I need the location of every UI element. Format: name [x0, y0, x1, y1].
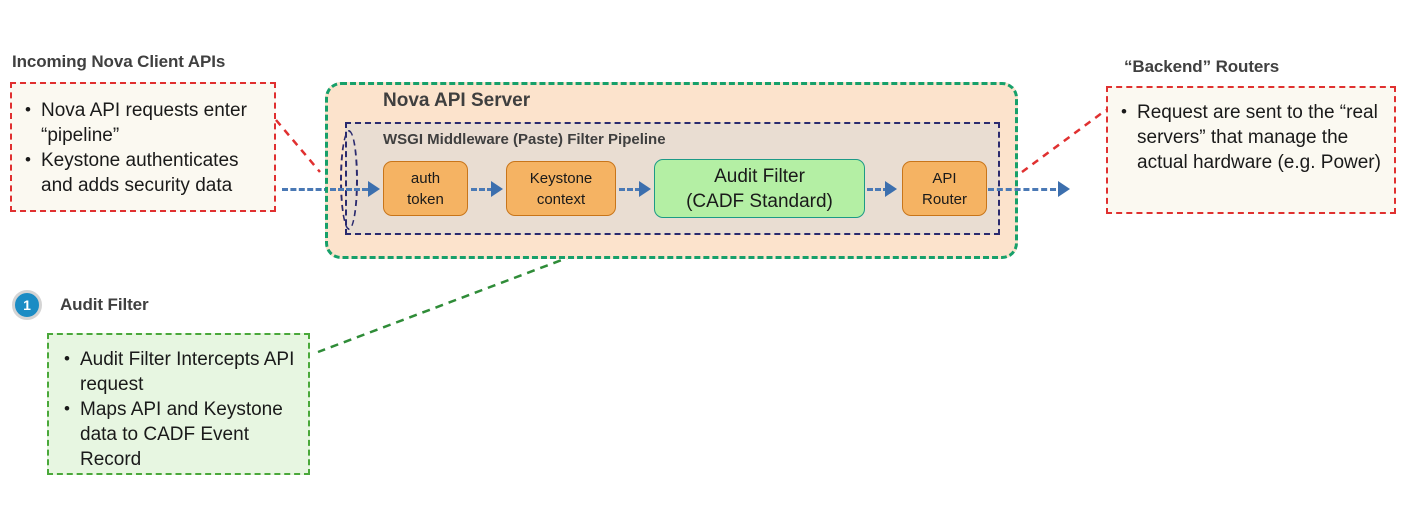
node-audit-filter[interactable]: Audit Filter (CADF Standard)	[654, 159, 865, 218]
incoming-flow-line	[282, 188, 330, 191]
flow-arrowhead-2	[639, 181, 651, 197]
wsgi-pipeline-title: WSGI Middleware (Paste) Filter Pipeline	[383, 131, 666, 148]
node-label: auth	[410, 169, 441, 187]
flow-line-2	[619, 188, 641, 191]
pipeline-loop-icon	[340, 130, 358, 230]
node-api-router[interactable]: API Router	[902, 161, 987, 216]
node-label: Router	[921, 190, 968, 208]
node-label: Keystone	[529, 169, 593, 187]
list-item: Maps API and Keystone data to CADF Event…	[61, 396, 298, 472]
list-item: Nova API requests enter “pipeline”	[22, 97, 264, 148]
node-auth-token[interactable]: auth token	[383, 161, 468, 216]
node-keystone-context[interactable]: Keystone context	[506, 161, 616, 216]
flow-line-1	[471, 188, 493, 191]
flow-exit-arrowhead	[1058, 181, 1070, 197]
node-label: Audit Filter	[714, 165, 805, 187]
list-item: Request are sent to the “real servers” t…	[1118, 99, 1384, 175]
right-panel-bullets: Request are sent to the “real servers” t…	[1118, 99, 1384, 175]
audit-filter-callout-box: Audit Filter Intercepts API request Maps…	[47, 333, 310, 475]
node-label: API	[932, 169, 957, 187]
right-panel-heading: “Backend” Routers	[1124, 57, 1280, 76]
left-panel-heading: Incoming Nova Client APIs	[12, 52, 226, 71]
list-item: Keystone authenticates and adds security…	[22, 147, 264, 198]
callout-heading: Audit Filter	[60, 295, 149, 314]
left-panel-bullets: Nova API requests enter “pipeline” Keyst…	[22, 97, 264, 198]
flow-entry-line	[330, 188, 368, 191]
node-label: token	[407, 190, 444, 208]
flow-arrowhead-3	[885, 181, 897, 197]
flow-entry-arrowhead	[368, 181, 380, 197]
flow-line-3	[867, 188, 889, 191]
node-label: context	[536, 190, 586, 208]
callout-badge: 1	[12, 290, 42, 320]
nova-api-server-title: Nova API Server	[383, 90, 531, 111]
flow-arrowhead-1	[491, 181, 503, 197]
flow-exit-line	[988, 188, 1056, 191]
list-item: Audit Filter Intercepts API request	[61, 346, 298, 397]
backend-routers-note-box: Request are sent to the “real servers” t…	[1106, 86, 1396, 214]
incoming-apis-note-box: Nova API requests enter “pipeline” Keyst…	[10, 82, 276, 212]
callout-bullets: Audit Filter Intercepts API request Maps…	[61, 346, 298, 472]
node-label: (CADF Standard)	[686, 190, 833, 212]
callout-badge-number: 1	[23, 297, 31, 313]
